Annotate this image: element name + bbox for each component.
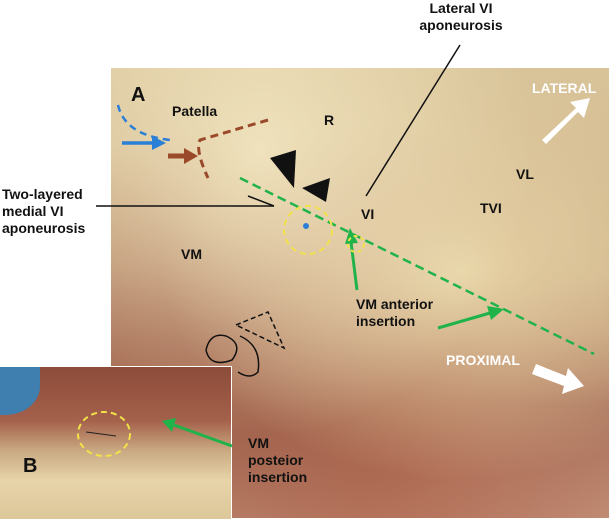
green-arrow-shaft [349,241,359,291]
tvi-label: TVI [480,200,502,216]
blue-dot-marker [303,223,309,229]
brown-arrow-head [184,148,198,164]
green-arrow-shaft [437,311,491,330]
proximal-direction-label: PROXIMAL [446,352,520,368]
green-dashed-line [239,176,595,356]
lateral-vi-aponeurosis-label: Lateral VI aponeurosis [419,0,503,33]
vm-label: VM [181,246,202,262]
green-arrow-head [487,306,504,320]
blue-arrow-head [152,136,166,150]
vi-label: VI [361,206,375,222]
leader-line [247,195,275,207]
yellow-dashed-circle [77,411,131,457]
panel-b-letter: B [23,455,38,477]
patella-label: Patella [172,103,218,119]
lateral-direction-label: LATERAL [532,80,597,96]
black-marker-triangle [270,150,296,188]
posterior-insertion-line [85,431,117,437]
angle-curve [237,335,260,377]
angle-curve [205,334,238,364]
r-label: R [324,112,335,128]
green-arrow-head [162,418,176,432]
leader-line [365,44,461,197]
two-layered-medial-vi-aponeurosis-label: Two-layered medial VI aponeurosis [2,186,86,236]
proximal-white-arrow [532,364,584,394]
black-marker-triangle [302,178,330,202]
panel-a-letter: A [131,84,146,106]
vm-anterior-insertion-label: VM anterior insertion [356,296,434,329]
yellow-dashed-circle [347,235,365,253]
vm-posterior-insertion-label: VM posteior insertion [248,435,308,485]
blue-dashed-curve [116,104,171,142]
vl-label: VL [516,166,534,182]
dashed-angle-triangle [234,311,286,350]
yellow-dashed-circle [283,205,333,255]
lateral-white-arrow [542,98,590,144]
green-arrow-shaft [173,423,233,448]
brown-dashed-curve [197,118,269,179]
panel-b-photo [0,366,232,519]
